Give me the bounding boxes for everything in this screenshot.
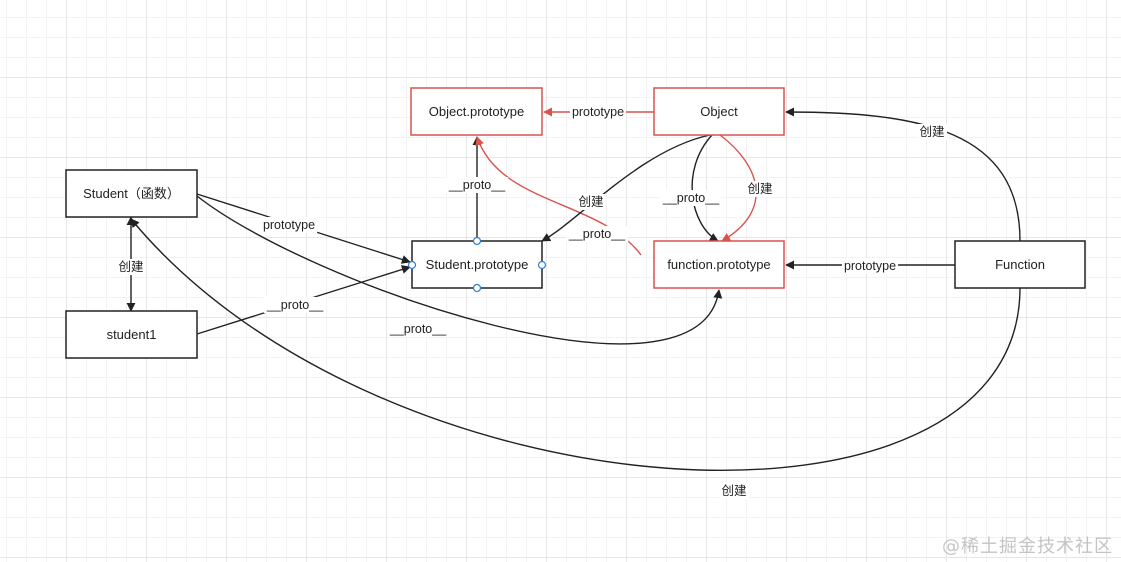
edge-label-text: __proto__ <box>389 322 447 336</box>
edge-label-object-to-function-prototype-create: 创建 <box>745 181 775 197</box>
edge-label-text: 创建 <box>578 195 604 209</box>
edge-label-background <box>116 259 146 275</box>
edge-label-text: prototype <box>263 218 315 232</box>
edge-label-background <box>719 483 749 499</box>
node-label: Object.prototype <box>429 104 524 119</box>
edge-label-object-to-function-prototype-proto: __proto__ <box>659 190 723 206</box>
node-label: function.prototype <box>667 257 770 272</box>
edge-label-student1-to-student-prototype: __proto__ <box>263 297 327 313</box>
edges-layer <box>126 107 1021 471</box>
edge-label-student-to-student-prototype: prototype <box>260 217 318 233</box>
edge-line[interactable] <box>541 134 711 242</box>
edge-label-background <box>841 258 899 274</box>
edge-label-background <box>565 226 629 242</box>
selection-handles <box>407 236 547 293</box>
edge-line[interactable] <box>785 107 1021 242</box>
edge-object-to-student-prototype[interactable] <box>541 134 711 242</box>
edge-label-background <box>576 194 606 210</box>
node-object[interactable]: Object <box>653 87 785 136</box>
node-label: student1 <box>107 327 157 342</box>
edge-student-to-function-prototype[interactable] <box>196 195 723 345</box>
edge-label-function-to-function-prototype: prototype <box>841 258 899 274</box>
node-box[interactable] <box>954 240 1086 289</box>
edge-label-background <box>917 124 947 140</box>
node-label: Object <box>700 104 738 119</box>
edge-label-function-to-object: 创建 <box>917 124 947 140</box>
edge-label-text: __proto__ <box>448 178 506 192</box>
edge-label-text: prototype <box>572 105 624 119</box>
edge-label-student-to-student1: 创建 <box>116 259 146 275</box>
edge-label-text: __proto__ <box>662 191 720 205</box>
edge-function-to-student[interactable] <box>130 218 1021 471</box>
edge-label-background <box>745 181 775 197</box>
node-label: Function <box>995 257 1045 272</box>
node-function-prototype[interactable]: function.prototype <box>653 240 785 289</box>
selection-handle-top[interactable] <box>472 236 482 246</box>
edge-line[interactable] <box>691 134 719 242</box>
selection-handle-right[interactable] <box>537 260 547 270</box>
edge-label-text: __proto__ <box>568 227 626 241</box>
node-label: Student（函数） <box>83 186 180 201</box>
selection-handle-left[interactable] <box>407 260 417 270</box>
edge-label-text: 创建 <box>747 182 773 196</box>
selection-handle-bottom[interactable] <box>472 283 482 293</box>
watermark: @稀土掘金技术社区 <box>942 536 1113 557</box>
edge-label-student-prototype-to-object-prototype: __proto__ <box>445 177 509 193</box>
edge-label-text: 创建 <box>919 125 945 139</box>
node-box[interactable] <box>65 310 198 359</box>
node-student1[interactable]: student1 <box>65 310 198 359</box>
node-box[interactable] <box>653 87 785 136</box>
edge-label-object-to-student-prototype: 创建 <box>576 194 606 210</box>
node-box[interactable] <box>65 169 198 218</box>
node-box[interactable] <box>653 240 785 289</box>
edge-labels-layer: prototype 创建 __proto__ __proto__ 创建 __proto__… <box>116 104 947 499</box>
edge-label-text: prototype <box>844 259 896 273</box>
edge-label-background <box>260 217 318 233</box>
node-object-prototype[interactable]: Object.prototype <box>410 87 543 136</box>
edge-label-function-to-student: 创建 <box>719 483 749 499</box>
edge-label-text: 创建 <box>118 260 144 274</box>
edge-label-background <box>659 190 723 206</box>
edge-label-background <box>445 177 509 193</box>
edge-object-to-function-prototype-proto[interactable] <box>691 134 719 242</box>
edge-label-object-to-object-prototype: prototype <box>569 104 627 120</box>
node-label: Student.prototype <box>426 257 529 272</box>
edge-label-text: 创建 <box>721 484 747 498</box>
edge-label-function-prototype-to-object-prototype: __proto__ <box>565 226 629 242</box>
edge-label-student-to-function-prototype: __proto__ <box>386 321 450 337</box>
edge-label-background <box>569 104 627 120</box>
node-student-prototype[interactable]: Student.prototype <box>411 240 543 289</box>
edge-label-text: __proto__ <box>266 298 324 312</box>
node-function[interactable]: Function <box>954 240 1086 289</box>
edge-line[interactable] <box>196 195 723 345</box>
node-box[interactable] <box>410 87 543 136</box>
edge-label-background <box>263 297 327 313</box>
edge-label-background <box>386 321 450 337</box>
edge-function-to-object[interactable] <box>785 107 1021 242</box>
edge-line[interactable] <box>130 218 1021 471</box>
node-student-function[interactable]: Student（函数） <box>65 169 198 218</box>
